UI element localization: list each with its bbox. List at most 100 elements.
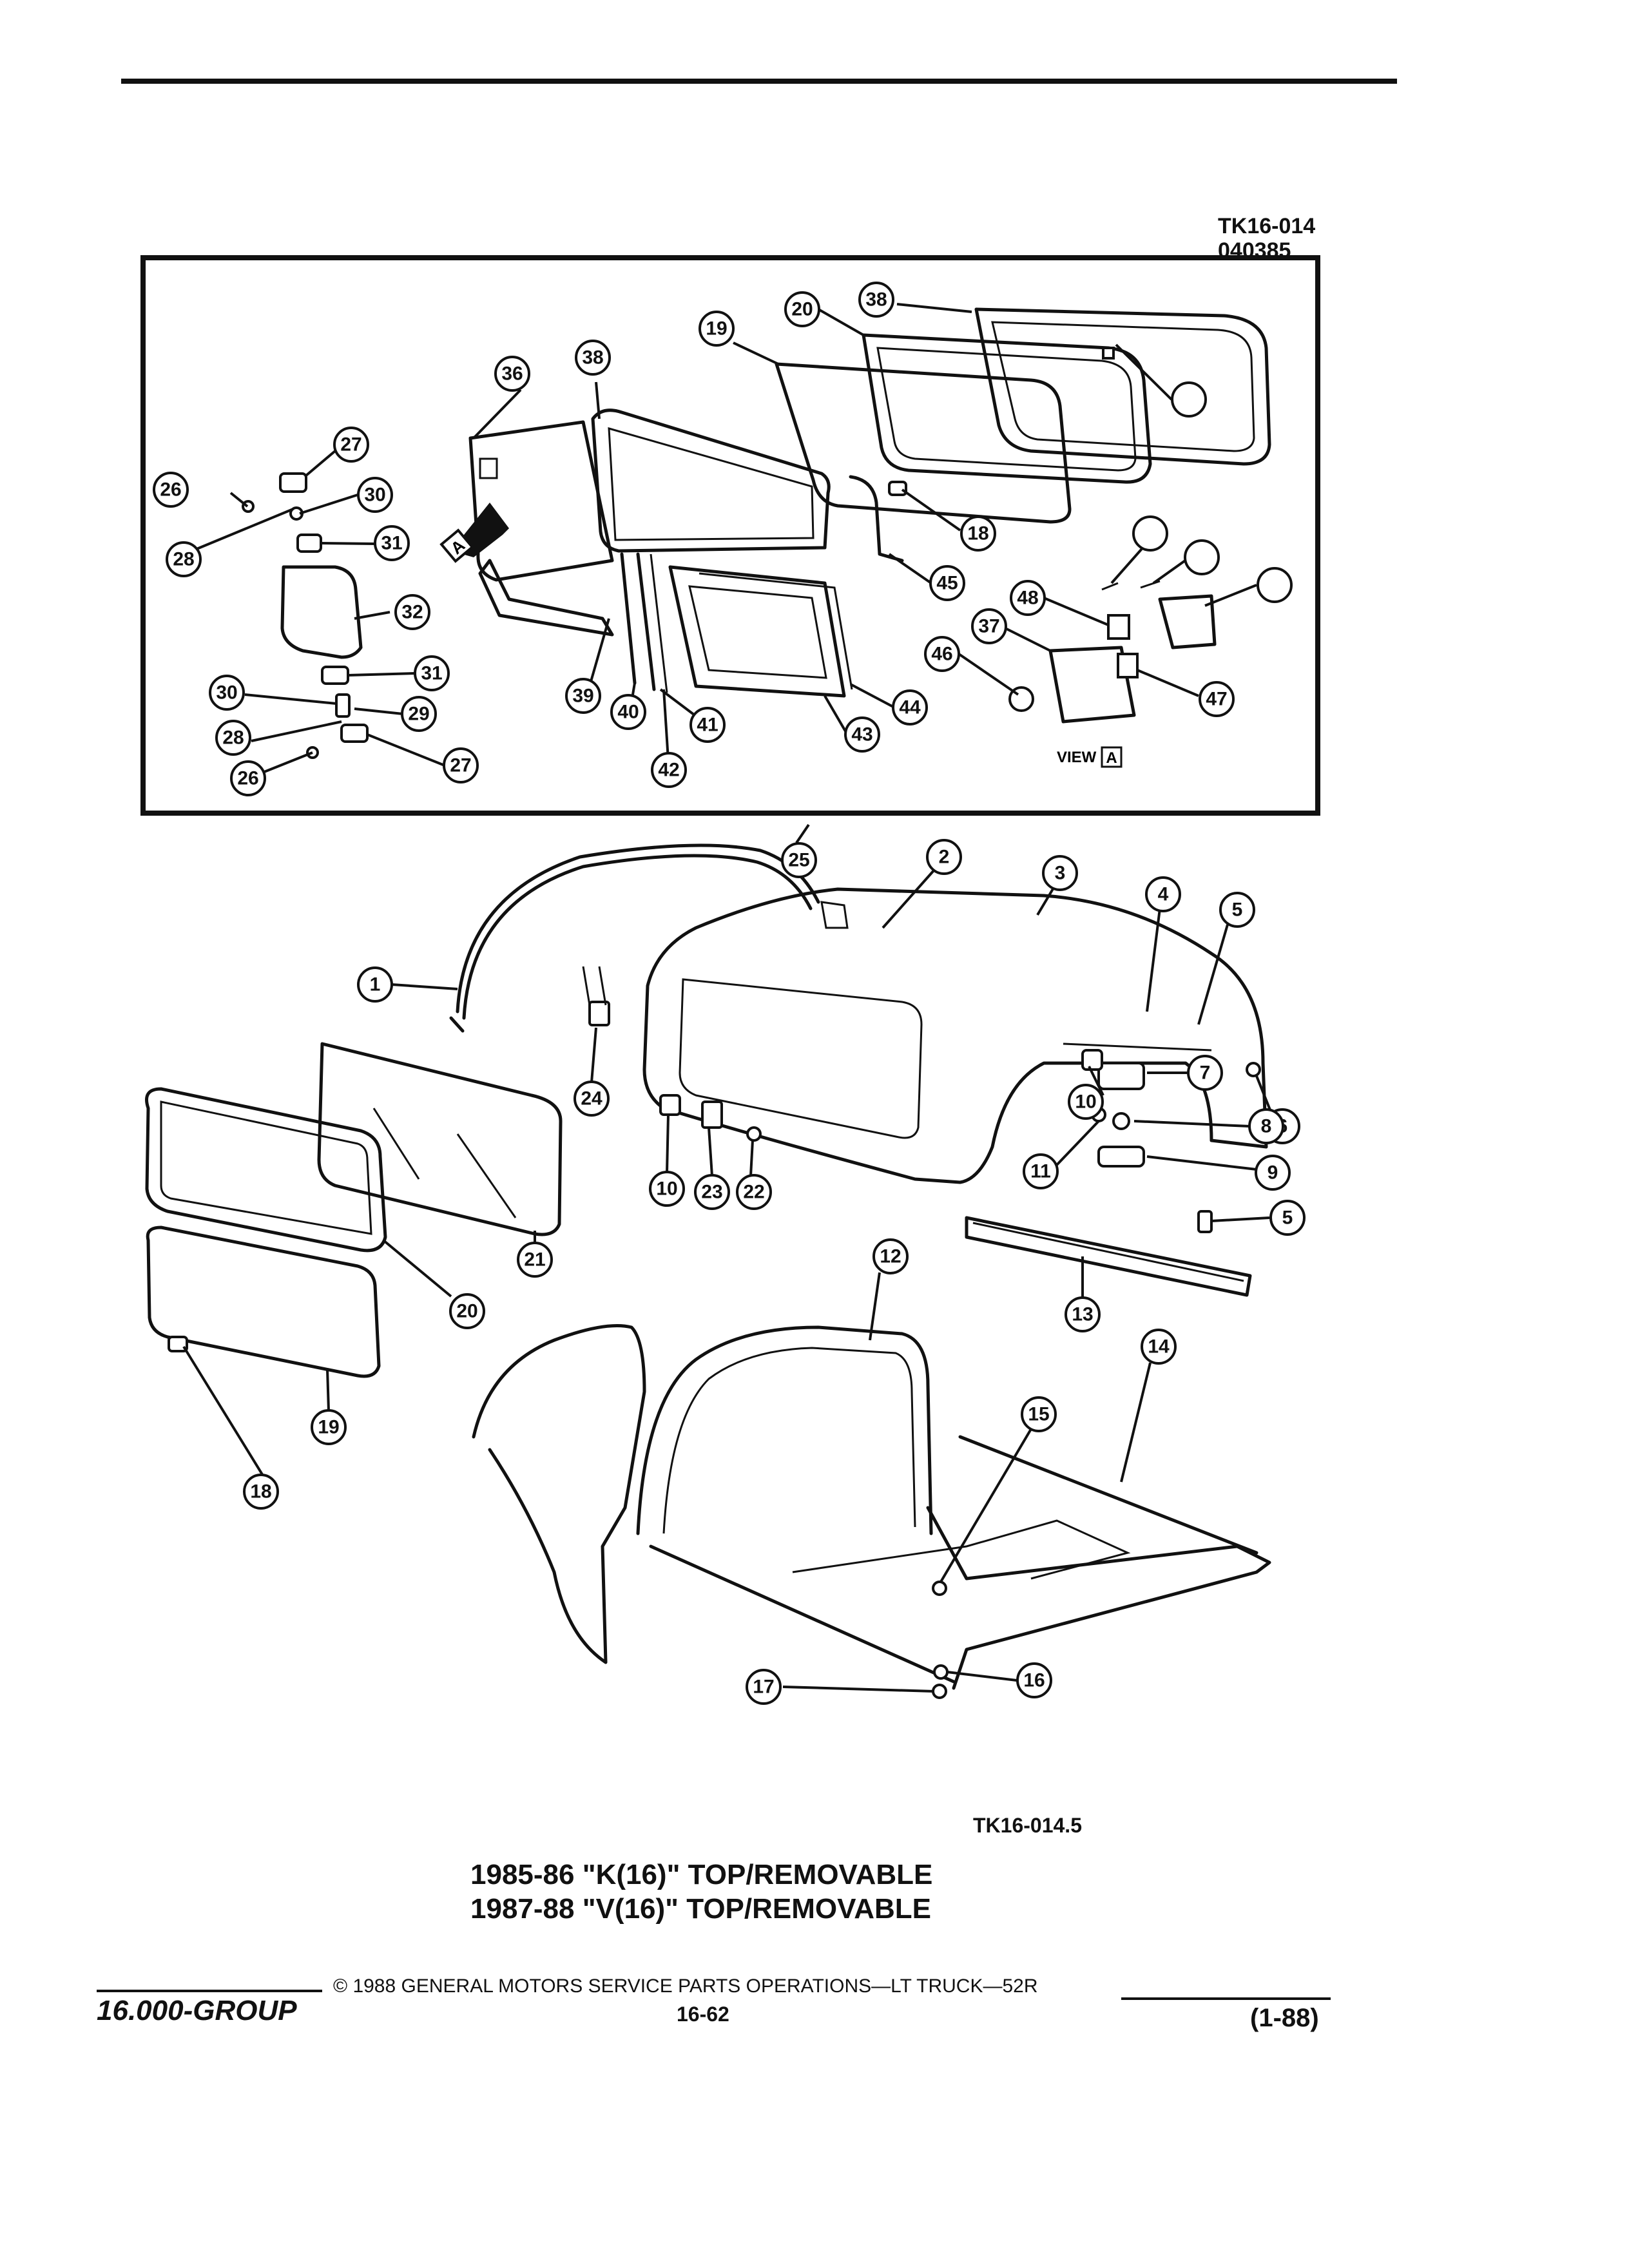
part-15-stud — [932, 1581, 947, 1596]
callout-2: 2 — [926, 839, 962, 875]
leader-lines — [182, 303, 1277, 1693]
part-38-strip — [636, 552, 656, 691]
svg-text:39: 39 — [572, 686, 593, 707]
svg-text:1: 1 — [370, 974, 381, 995]
svg-text:17: 17 — [753, 1677, 774, 1698]
part-25-weatherstrip — [456, 843, 820, 1014]
callout-15: 15 — [1021, 1396, 1057, 1432]
callout-18-main: 18 — [243, 1474, 279, 1510]
footer-copyright: © 1988 GENERAL MOTORS SERVICE PARTS OPER… — [333, 1975, 1038, 1997]
part-39-window — [668, 565, 846, 698]
callout-42: 46 — [924, 636, 960, 672]
part-21-reflection — [372, 1108, 517, 1218]
svg-text:36: 36 — [501, 363, 523, 385]
svg-text:20: 20 — [791, 299, 813, 320]
part-34-frame — [591, 408, 831, 553]
callout-38-a: 41 — [689, 707, 726, 743]
callout-29: 29 — [401, 696, 437, 732]
callout-10-left: 10 — [649, 1171, 685, 1207]
svg-text:44: 44 — [899, 697, 921, 718]
part-24-wire — [582, 966, 607, 1006]
part-41-hose — [849, 475, 904, 562]
title-line-1: 1985-86 "K(16)" TOP/REMOVABLE — [470, 1859, 933, 1890]
view-a-label: VIEW — [1057, 749, 1097, 766]
svg-text:14: 14 — [1148, 1336, 1170, 1358]
part-8-plug — [1112, 1112, 1130, 1130]
svg-text:30: 30 — [364, 485, 385, 506]
part-36-channel — [478, 559, 614, 637]
title-line-2: 1987-88 "V(16)" TOP/REMOVABLE — [470, 1893, 931, 1925]
svg-text:41: 41 — [697, 715, 718, 736]
view-a-box — [1101, 746, 1123, 768]
svg-text:47: 47 — [1206, 689, 1227, 710]
svg-text:37: 37 — [978, 616, 999, 637]
callout-11: 11 — [1023, 1153, 1059, 1189]
part-45-pin — [1101, 582, 1119, 591]
inset-frame — [140, 255, 1320, 816]
part-35-inner — [991, 321, 1255, 452]
callout-4: 4 — [1145, 876, 1181, 912]
part-44-clip — [1107, 614, 1130, 640]
svg-text:11: 11 — [1030, 1161, 1051, 1182]
callout-1: 1 — [357, 966, 393, 1003]
part-5-bolt — [1197, 1210, 1213, 1233]
callout-16: 16 — [1016, 1662, 1052, 1698]
part-20-rear-frame — [145, 1087, 387, 1253]
part-47-handle — [1158, 594, 1217, 649]
callout-21: 21 — [517, 1242, 553, 1278]
callout-26-top: 26 — [153, 472, 189, 508]
callout-12: 12 — [872, 1238, 909, 1274]
callout-31-bottom: 31 — [414, 655, 450, 691]
part-10-block — [1081, 1049, 1103, 1071]
callout-43: 47 — [1199, 681, 1235, 717]
svg-text:20: 20 — [456, 1301, 477, 1322]
part-33-latch — [479, 457, 498, 479]
part-34-inner — [608, 427, 815, 541]
svg-text:19: 19 — [706, 318, 727, 340]
svg-text:31: 31 — [421, 663, 442, 684]
callout-5-top: 5 — [1219, 892, 1255, 928]
callout-47 — [1257, 567, 1293, 603]
callout-17: 17 — [746, 1669, 782, 1705]
svg-text:40: 40 — [617, 702, 639, 723]
part-3-side-window — [679, 978, 923, 1139]
part-27-hinge-top — [279, 472, 307, 493]
callout-23: 23 — [694, 1174, 730, 1210]
svg-text:27: 27 — [450, 755, 471, 776]
callout-22: 22 — [736, 1174, 772, 1210]
footer-rule-left — [97, 1990, 322, 1992]
part-48-screw — [1102, 347, 1115, 360]
part-13-rail-hatch — [972, 1222, 1244, 1282]
svg-text:27: 27 — [340, 434, 361, 456]
part-32-bracket — [280, 565, 363, 659]
part-6-bolt — [1246, 1062, 1261, 1077]
callout-33-view-a: 37 — [971, 608, 1007, 644]
callout-9: 9 — [1255, 1155, 1291, 1191]
part-39-inner — [688, 585, 827, 679]
callout-7: 7 — [1187, 1055, 1223, 1091]
svg-text:43: 43 — [851, 724, 872, 745]
part-3-top-shell — [642, 887, 1268, 1184]
part-2-latch — [820, 901, 849, 929]
callout-34: 38 — [575, 340, 611, 376]
callout-30-top: 30 — [357, 477, 393, 513]
part-33-view-a-glass — [1048, 646, 1136, 724]
callout-8: 8 — [1248, 1108, 1284, 1144]
callout-19-main: 19 — [311, 1409, 347, 1445]
callout-31-top: 31 — [374, 525, 410, 561]
svg-text:29: 29 — [408, 704, 429, 725]
callout-48 — [1171, 381, 1207, 418]
part-12-weatherstrip — [636, 1325, 933, 1535]
callout-44: 48 — [1010, 580, 1046, 616]
svg-text:12: 12 — [880, 1246, 901, 1267]
svg-text:46: 46 — [931, 644, 952, 665]
part-9-pad — [1097, 1146, 1145, 1168]
svg-text:28: 28 — [222, 727, 244, 749]
svg-text:42: 42 — [658, 760, 679, 781]
svg-text:2: 2 — [939, 847, 950, 868]
footer-revision: (1-88) — [1250, 2004, 1319, 2032]
callout-41: 45 — [929, 565, 965, 601]
svg-text:9: 9 — [1268, 1162, 1278, 1184]
truck-cab — [472, 1324, 646, 1664]
part-40-rim — [699, 572, 853, 690]
